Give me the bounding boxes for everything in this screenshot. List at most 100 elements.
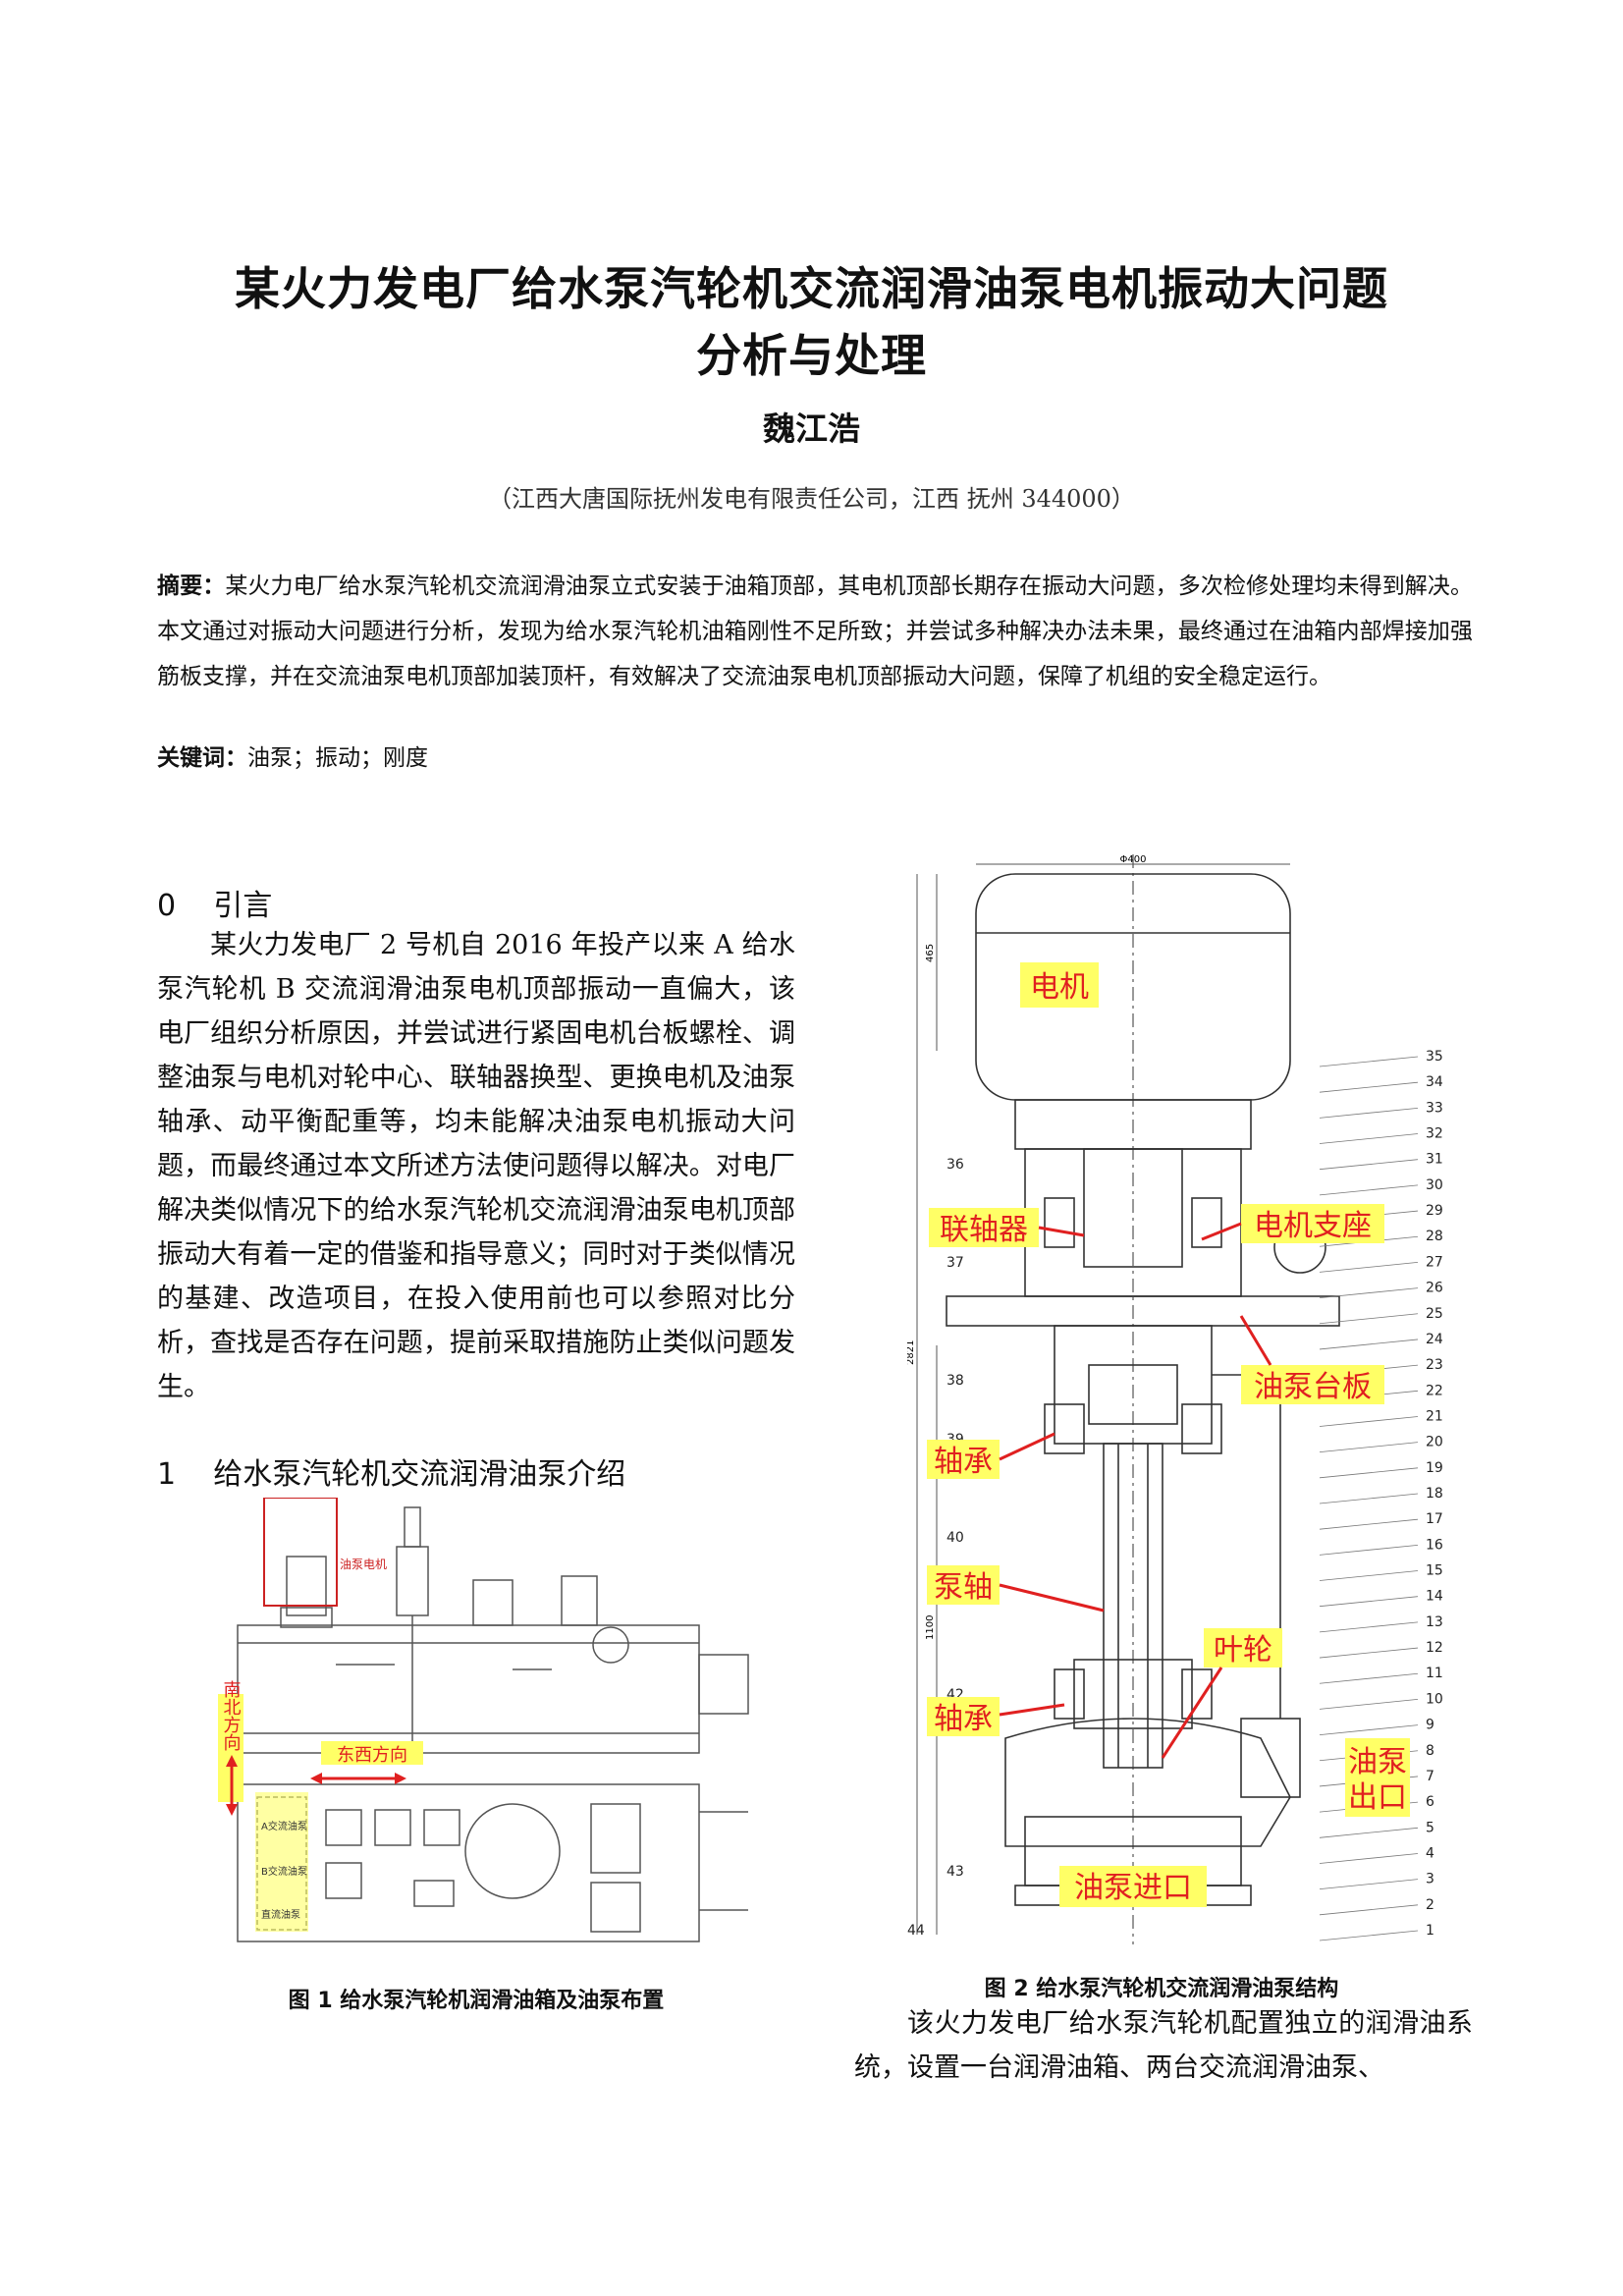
figure1-caption: 图 1 给水泵汽轮机润滑油箱及油泵布置 bbox=[288, 1989, 665, 2013]
part-number-8: 8 bbox=[1426, 1743, 1434, 1759]
leader-line bbox=[1319, 1287, 1419, 1298]
dimension-lines bbox=[916, 863, 1290, 1935]
leader-line bbox=[1319, 1621, 1419, 1633]
ew-label-bg bbox=[321, 1741, 423, 1765]
label-inlet: 油泵进口 bbox=[1074, 1871, 1192, 1905]
affiliation: （江西大唐国际抚州发电有限责任公司，江西 抚州 344000） bbox=[488, 485, 1135, 513]
leader-line bbox=[1319, 1442, 1419, 1453]
label-coupling: 联轴器 bbox=[940, 1213, 1028, 1247]
ns-direction-label: 南北方向 bbox=[221, 1680, 242, 1751]
label-shaft: 泵轴 bbox=[934, 1570, 993, 1605]
part-number-6: 6 bbox=[1426, 1794, 1434, 1810]
abstract-label: 摘要： bbox=[157, 574, 226, 599]
leader-line bbox=[1319, 1570, 1419, 1581]
part-number-4: 4 bbox=[1426, 1845, 1434, 1861]
left-part-number-column: 363738394041424344 bbox=[907, 1157, 964, 1939]
abstract-text: 某火力电厂给水泵汽轮机交流润滑油泵立式安装于油箱顶部，其电机顶部长期存在振动大问… bbox=[157, 574, 1474, 689]
leader-line bbox=[1319, 1596, 1419, 1608]
part-number-1: 1 bbox=[1426, 1923, 1434, 1939]
part-number-15: 15 bbox=[1426, 1563, 1443, 1579]
keywords-label: 关键词： bbox=[157, 745, 247, 771]
part-number-21: 21 bbox=[1426, 1408, 1443, 1424]
leader-line bbox=[1319, 1467, 1419, 1479]
part-number-28: 28 bbox=[1426, 1229, 1443, 1244]
label-bg-outlet bbox=[1345, 1738, 1410, 1817]
left-part-number-40: 40 bbox=[947, 1530, 964, 1546]
left-part-number-43: 43 bbox=[947, 1864, 964, 1880]
leader-line bbox=[1319, 1159, 1419, 1171]
tank-plan-view bbox=[237, 1783, 700, 1942]
part-number-11: 11 bbox=[1426, 1666, 1443, 1681]
part-number-14: 14 bbox=[1426, 1589, 1443, 1605]
part-number-33: 33 bbox=[1426, 1100, 1443, 1116]
keywords-text: 油泵；振动；刚度 bbox=[247, 745, 428, 771]
part-number-20: 20 bbox=[1426, 1435, 1443, 1450]
leader-line bbox=[1319, 1647, 1419, 1659]
leader-line bbox=[1319, 1853, 1419, 1864]
leader-line bbox=[1319, 1724, 1419, 1735]
part-number-19: 19 bbox=[1426, 1460, 1443, 1476]
part-number-5: 5 bbox=[1426, 1820, 1434, 1835]
left-part-number-36: 36 bbox=[947, 1157, 964, 1173]
part-number-31: 31 bbox=[1426, 1152, 1443, 1168]
part-number-30: 30 bbox=[1426, 1177, 1443, 1193]
dim-height-top: 465 bbox=[925, 944, 936, 962]
part-number-9: 9 bbox=[1426, 1718, 1434, 1733]
left-part-number-38: 38 bbox=[947, 1373, 964, 1389]
section1-paragraph: 该火力发电厂给水泵汽轮机配置独立的润滑油系统，设置一台润滑油箱、两台交流润滑油泵… bbox=[854, 2008, 1473, 2083]
part-number-29: 29 bbox=[1426, 1203, 1443, 1219]
keywords: 关键词：油泵；振动；刚度 bbox=[157, 738, 1473, 772]
figure1-oil-tank-layout: 油泵电机 A交流油泵 B交流油泵 直流油泵 南北方向 东西方向 bbox=[218, 1498, 749, 1942]
label-motor-seat: 电机支座 bbox=[1254, 1209, 1372, 1243]
part-number-24: 24 bbox=[1426, 1332, 1443, 1347]
part-number-23: 23 bbox=[1426, 1357, 1443, 1373]
label-bg-impeller bbox=[1204, 1628, 1282, 1667]
label-bg-motor-seat bbox=[1241, 1204, 1384, 1243]
leader-line bbox=[1319, 1930, 1419, 1941]
pump-highlight bbox=[255, 1792, 308, 1932]
leader-line bbox=[1319, 1313, 1419, 1325]
part-number-35: 35 bbox=[1426, 1049, 1443, 1065]
part-number-27: 27 bbox=[1426, 1254, 1443, 1270]
leader-line bbox=[1319, 1416, 1419, 1427]
intro-paragraph: 某火力发电厂 2 号机自 2016 年投产以来 A 给水泵汽轮机 B 交流润滑油… bbox=[157, 930, 795, 1402]
leader-line bbox=[1319, 1518, 1419, 1530]
label-bg-motor bbox=[1020, 962, 1099, 1008]
leader-line bbox=[1319, 1672, 1419, 1684]
label-impeller: 叶轮 bbox=[1214, 1633, 1272, 1667]
leader-line bbox=[1319, 1544, 1419, 1556]
left-part-number-44: 44 bbox=[907, 1923, 925, 1939]
part-number-column: 3534333231302928272625242322212019181716… bbox=[1319, 1049, 1443, 1941]
label-outlet-line2: 出口 bbox=[1348, 1780, 1407, 1815]
figure2-caption: 图 2 给水泵汽轮机交流润滑油泵结构 bbox=[984, 1977, 1339, 2001]
leader-line bbox=[1319, 1056, 1419, 1067]
part-number-12: 12 bbox=[1426, 1640, 1443, 1656]
abstract: 摘要：某火力电厂给水泵汽轮机交流润滑油泵立式安装于油箱顶部，其电机顶部长期存在振… bbox=[157, 564, 1473, 699]
label-bg-shaft bbox=[927, 1565, 1000, 1605]
label-bearing-lower: 轴承 bbox=[934, 1702, 993, 1736]
label-bg-inlet bbox=[1059, 1866, 1207, 1907]
ew-direction-label: 东西方向 bbox=[337, 1745, 407, 1766]
part-number-17: 17 bbox=[1426, 1511, 1443, 1527]
part-number-10: 10 bbox=[1426, 1691, 1443, 1707]
figure2-pump-structure: Φ400 2821 1100 465 353433323130292827262… bbox=[907, 854, 1443, 1944]
part-number-34: 34 bbox=[1426, 1074, 1443, 1090]
part-number-25: 25 bbox=[1426, 1306, 1443, 1322]
leader-line bbox=[1319, 1184, 1419, 1196]
part-number-7: 7 bbox=[1426, 1769, 1434, 1784]
label-motor: 电机 bbox=[1030, 970, 1089, 1005]
part-number-32: 32 bbox=[1426, 1126, 1443, 1142]
paper-title-line2: 分析与处理 bbox=[696, 329, 927, 382]
dim-top-width: Φ400 bbox=[1120, 854, 1147, 865]
dim-height-lower: 1100 bbox=[925, 1615, 936, 1640]
label-bg-bearing-upper bbox=[927, 1440, 1000, 1479]
label-bg-pump-plate bbox=[1241, 1365, 1384, 1404]
part-number-22: 22 bbox=[1426, 1383, 1443, 1398]
leader-line bbox=[1319, 1107, 1419, 1119]
section-heading-pump-intro: 1 给水泵汽轮机交流润滑油泵介绍 bbox=[157, 1457, 626, 1492]
author: 魏江浩 bbox=[763, 410, 860, 448]
label-bg-bearing-lower bbox=[927, 1697, 1000, 1736]
leader-line bbox=[1319, 1339, 1419, 1350]
leader-line bbox=[1319, 1493, 1419, 1504]
label-pump-plate: 油泵台板 bbox=[1254, 1370, 1372, 1404]
